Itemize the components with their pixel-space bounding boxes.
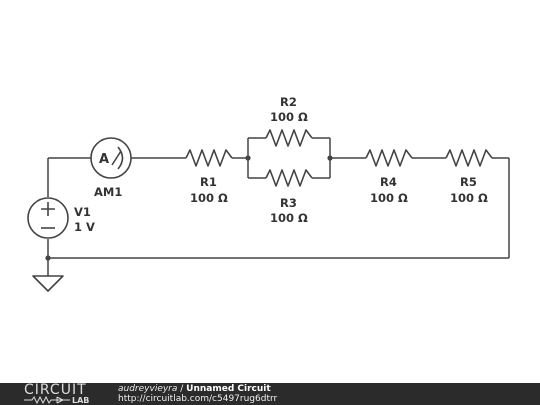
- circuit-meta: audreyvieyra / Unnamed Circuit http://ci…: [118, 384, 277, 404]
- source-name-label: V1: [74, 205, 91, 219]
- logo-wordmark-lab: LAB: [72, 396, 90, 405]
- r2-name-label: R2: [280, 95, 297, 109]
- resistor-r3: [265, 169, 313, 187]
- r5-value-label: 100 Ω: [450, 191, 488, 205]
- r3-value-label: 100 Ω: [270, 211, 308, 225]
- r1-value-label: 100 Ω: [190, 191, 228, 205]
- ammeter-scale-arc: [117, 146, 124, 170]
- r1-name-label: R1: [200, 175, 217, 189]
- r2-value-label: 100 Ω: [270, 110, 308, 124]
- junction-node-left: [245, 155, 251, 161]
- plus-sign-icon: [41, 202, 55, 216]
- ammeter: A: [90, 137, 132, 179]
- ammeter-circle: [90, 137, 132, 179]
- resistor-r4: [365, 149, 413, 167]
- author-link[interactable]: audreyvieyra: [118, 384, 178, 394]
- ground-icon: [32, 275, 64, 292]
- circuitlab-logo[interactable]: CIRCUIT LAB: [24, 383, 104, 405]
- resistor-r5: [445, 149, 493, 167]
- resistor-r1: [185, 149, 233, 167]
- r4-name-label: R4: [380, 175, 397, 189]
- r4-value-label: 100 Ω: [370, 191, 408, 205]
- circuit-url-link[interactable]: http://circuitlab.com/c5497rug6dtrr: [118, 394, 278, 404]
- r5-name-label: R5: [460, 175, 477, 189]
- r3-name-label: R3: [280, 196, 297, 210]
- junction-node-right: [327, 155, 333, 161]
- voltage-source: [27, 197, 69, 239]
- logo-resistor-icon: [24, 396, 70, 404]
- ammeter-needle: [111, 150, 122, 166]
- logo-wordmark-circuit: CIRCUIT: [24, 382, 87, 398]
- wires: [47, 137, 510, 276]
- ammeter-label: AM1: [94, 185, 122, 199]
- voltage-source-circle: [27, 197, 69, 239]
- meta-separator: /: [177, 384, 187, 394]
- circuit-title: Unnamed Circuit: [186, 384, 271, 394]
- junction-node-ground: [45, 255, 51, 261]
- resistor-r2: [265, 129, 313, 147]
- ammeter-symbol: A: [99, 152, 109, 167]
- source-value-label: 1 V: [74, 220, 95, 234]
- footer-bar: CIRCUIT LAB audreyvieyra / Unnamed Circu…: [0, 383, 540, 405]
